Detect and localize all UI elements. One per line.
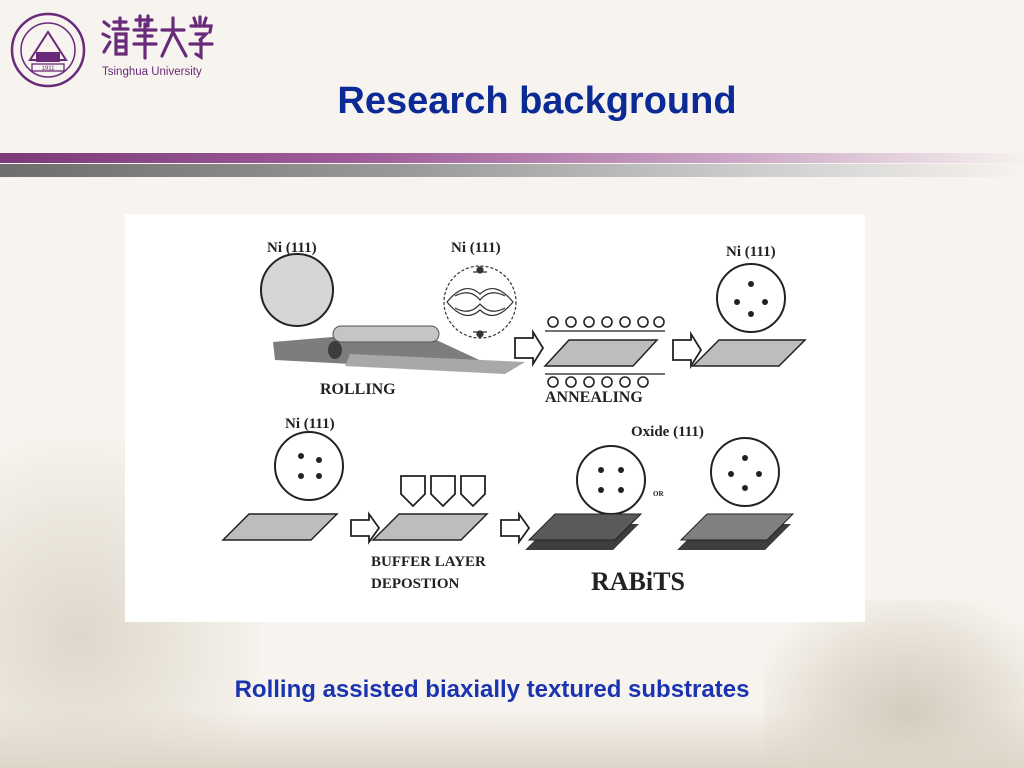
svg-text:1911: 1911 xyxy=(42,66,56,72)
title-divider-purple xyxy=(0,153,1024,163)
deposition-sources xyxy=(400,475,486,508)
label-buffer-line2: DEPOSTION xyxy=(371,576,460,592)
arrow-substrate-to-buffer xyxy=(350,511,381,545)
pole-figure-oxide-b xyxy=(710,437,780,507)
label-ni-top-right: Ni (111) xyxy=(726,244,776,260)
label-ni-bottom-left: Ni (111) xyxy=(285,416,335,432)
pole-figure-oxide-a xyxy=(576,445,646,515)
annealing-heaters-bottom xyxy=(547,376,649,388)
sheet-textured xyxy=(691,339,807,367)
rabits-process-diagram: Ni (111) ROLLING Ni (111) xyxy=(125,214,865,622)
label-ni-top-left: Ni (111) xyxy=(267,240,317,256)
rabits-stack-a xyxy=(525,513,643,550)
pole-figure-ni-bottom-left xyxy=(274,431,344,501)
background-fade xyxy=(0,708,1024,768)
pole-figure-ni-top-left xyxy=(260,253,334,327)
pole-figure-ni-textured xyxy=(716,263,786,333)
label-annealing: ANNEALING xyxy=(545,389,643,406)
roller-front xyxy=(328,341,342,359)
sheet-annealing xyxy=(543,339,659,367)
page-title: Research background xyxy=(337,80,737,122)
label-rabits: RABiTS xyxy=(591,567,685,596)
rabits-stack-b xyxy=(677,513,795,550)
annealing-heaters-top xyxy=(547,316,665,328)
arrow-annealing-to-textured xyxy=(672,330,703,370)
label-rolling: ROLLING xyxy=(320,381,396,398)
sheet-buffer xyxy=(371,513,489,541)
pole-figure-ni-rolled xyxy=(443,265,517,339)
rolling-sheet-right xyxy=(345,354,525,374)
university-seal-icon: 1911 xyxy=(10,12,86,88)
label-oxide: Oxide (111) xyxy=(631,424,704,440)
title-divider-grey xyxy=(0,164,1024,177)
sheet-substrate xyxy=(221,513,339,541)
roller-top xyxy=(332,325,440,343)
rabits-diagram-svg: Ni (111) ROLLING Ni (111) xyxy=(221,240,807,596)
label-ni-top-mid: Ni (111) xyxy=(451,240,501,256)
university-english-name: Tsinghua University xyxy=(102,66,202,78)
diagram-caption: Rolling assisted biaxially textured subs… xyxy=(234,676,750,703)
arrow-buffer-to-rabits xyxy=(500,511,531,545)
label-or: OR xyxy=(653,490,664,498)
label-buffer-line1: BUFFER LAYER xyxy=(371,554,486,570)
university-chinese-logo xyxy=(101,14,214,60)
arrow-rolling-to-annealing xyxy=(514,328,545,368)
